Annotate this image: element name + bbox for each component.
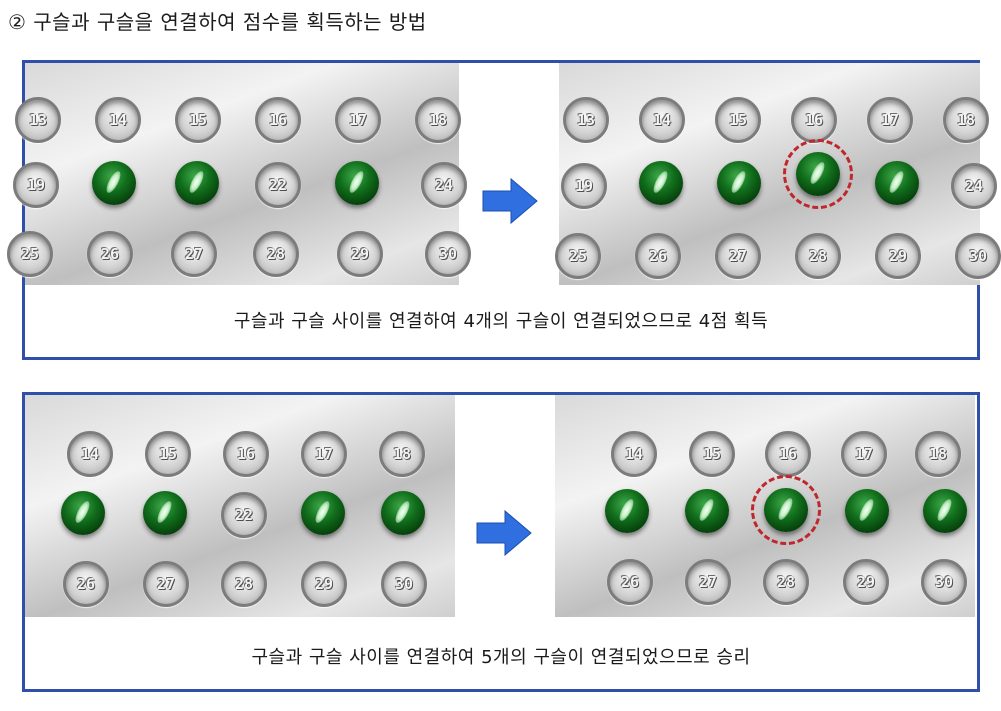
hole: 27 — [685, 559, 731, 605]
hole: 27 — [143, 561, 189, 607]
green-marble — [92, 161, 136, 205]
hole: 17 — [301, 431, 347, 477]
hole: 17 — [867, 97, 913, 143]
page-heading: ② 구슬과 구슬을 연결하여 점수를 획득하는 방법 — [8, 10, 427, 34]
hole: 18 — [915, 431, 961, 477]
hole: 27 — [715, 233, 761, 279]
board-photo-after: 13 14 15 16 17 18 19 24 25 26 27 28 29 3… — [555, 63, 1001, 285]
hole: 15 — [175, 97, 221, 143]
hole: 29 — [843, 559, 889, 605]
green-marble — [301, 491, 345, 535]
hole: 22 — [255, 162, 301, 208]
hole: 14 — [95, 97, 141, 143]
hole: 19 — [13, 162, 59, 208]
panel-caption: 구슬과 구슬 사이를 연결하여 5개의 구슬이 연결되었으므로 승리 — [251, 647, 751, 668]
hole: 16 — [765, 431, 811, 477]
hole: 16 — [791, 97, 837, 143]
green-marble — [639, 161, 683, 205]
hole: 17 — [841, 431, 887, 477]
hole: 19 — [561, 163, 607, 209]
hole: 28 — [221, 561, 267, 607]
hole: 30 — [921, 559, 967, 605]
hole: 27 — [171, 231, 217, 277]
hole: 15 — [715, 97, 761, 143]
hole: 18 — [943, 97, 989, 143]
hole: 29 — [875, 233, 921, 279]
hole: 26 — [63, 561, 109, 607]
hole: 29 — [337, 231, 383, 277]
green-marble — [875, 161, 919, 205]
green-marble — [335, 161, 379, 205]
hole: 30 — [425, 231, 471, 277]
green-marble — [175, 161, 219, 205]
hole: 28 — [253, 231, 299, 277]
green-marble — [717, 161, 761, 205]
green-marble — [923, 489, 967, 533]
panel-caption: 구슬과 구슬 사이를 연결하여 4개의 구슬이 연결되었으므로 4점 획득 — [233, 311, 769, 332]
hole: 18 — [379, 431, 425, 477]
hole: 13 — [563, 97, 609, 143]
example-panel-win: 14 15 16 17 18 22 26 27 28 29 30 14 15 1… — [22, 392, 980, 692]
hole: 26 — [87, 231, 133, 277]
green-marble — [845, 489, 889, 533]
green-marble — [381, 491, 425, 535]
highlight-circle — [783, 139, 853, 209]
hole: 18 — [415, 97, 461, 143]
hole: 17 — [335, 97, 381, 143]
hole: 16 — [255, 97, 301, 143]
hole: 25 — [555, 233, 601, 279]
hole: 24 — [421, 162, 467, 208]
hole: 26 — [635, 233, 681, 279]
hole: 26 — [607, 559, 653, 605]
hole: 13 — [15, 97, 61, 143]
placed-green-marble — [796, 152, 840, 196]
hole: 28 — [795, 233, 841, 279]
hole: 24 — [951, 163, 997, 209]
hole: 28 — [763, 559, 809, 605]
board-photo-before: 14 15 16 17 18 22 26 27 28 29 30 — [25, 395, 455, 617]
example-panel-4-points: 13 14 15 16 17 18 19 22 24 25 26 27 28 2… — [7, 60, 1001, 360]
hole: 15 — [689, 431, 735, 477]
placed-green-marble — [764, 488, 808, 532]
hole: 14 — [67, 431, 113, 477]
hole: 25 — [7, 231, 53, 277]
hole: 14 — [611, 431, 657, 477]
hole: 30 — [381, 561, 427, 607]
highlight-circle — [751, 475, 821, 545]
green-marble — [685, 489, 729, 533]
right-arrow-icon — [476, 509, 532, 557]
green-marble — [605, 489, 649, 533]
hole: 15 — [145, 431, 191, 477]
green-marble — [143, 491, 187, 535]
board-photo-after: 14 15 16 17 18 26 27 28 29 30 — [555, 395, 975, 617]
hole: 16 — [223, 431, 269, 477]
hole: 29 — [301, 561, 347, 607]
right-arrow-icon — [482, 177, 538, 225]
hole: 30 — [955, 233, 1001, 279]
board-photo-before: 13 14 15 16 17 18 19 22 24 25 26 27 28 2… — [7, 63, 471, 285]
hole: 22 — [221, 492, 267, 538]
hole: 14 — [639, 97, 685, 143]
green-marble — [61, 491, 105, 535]
